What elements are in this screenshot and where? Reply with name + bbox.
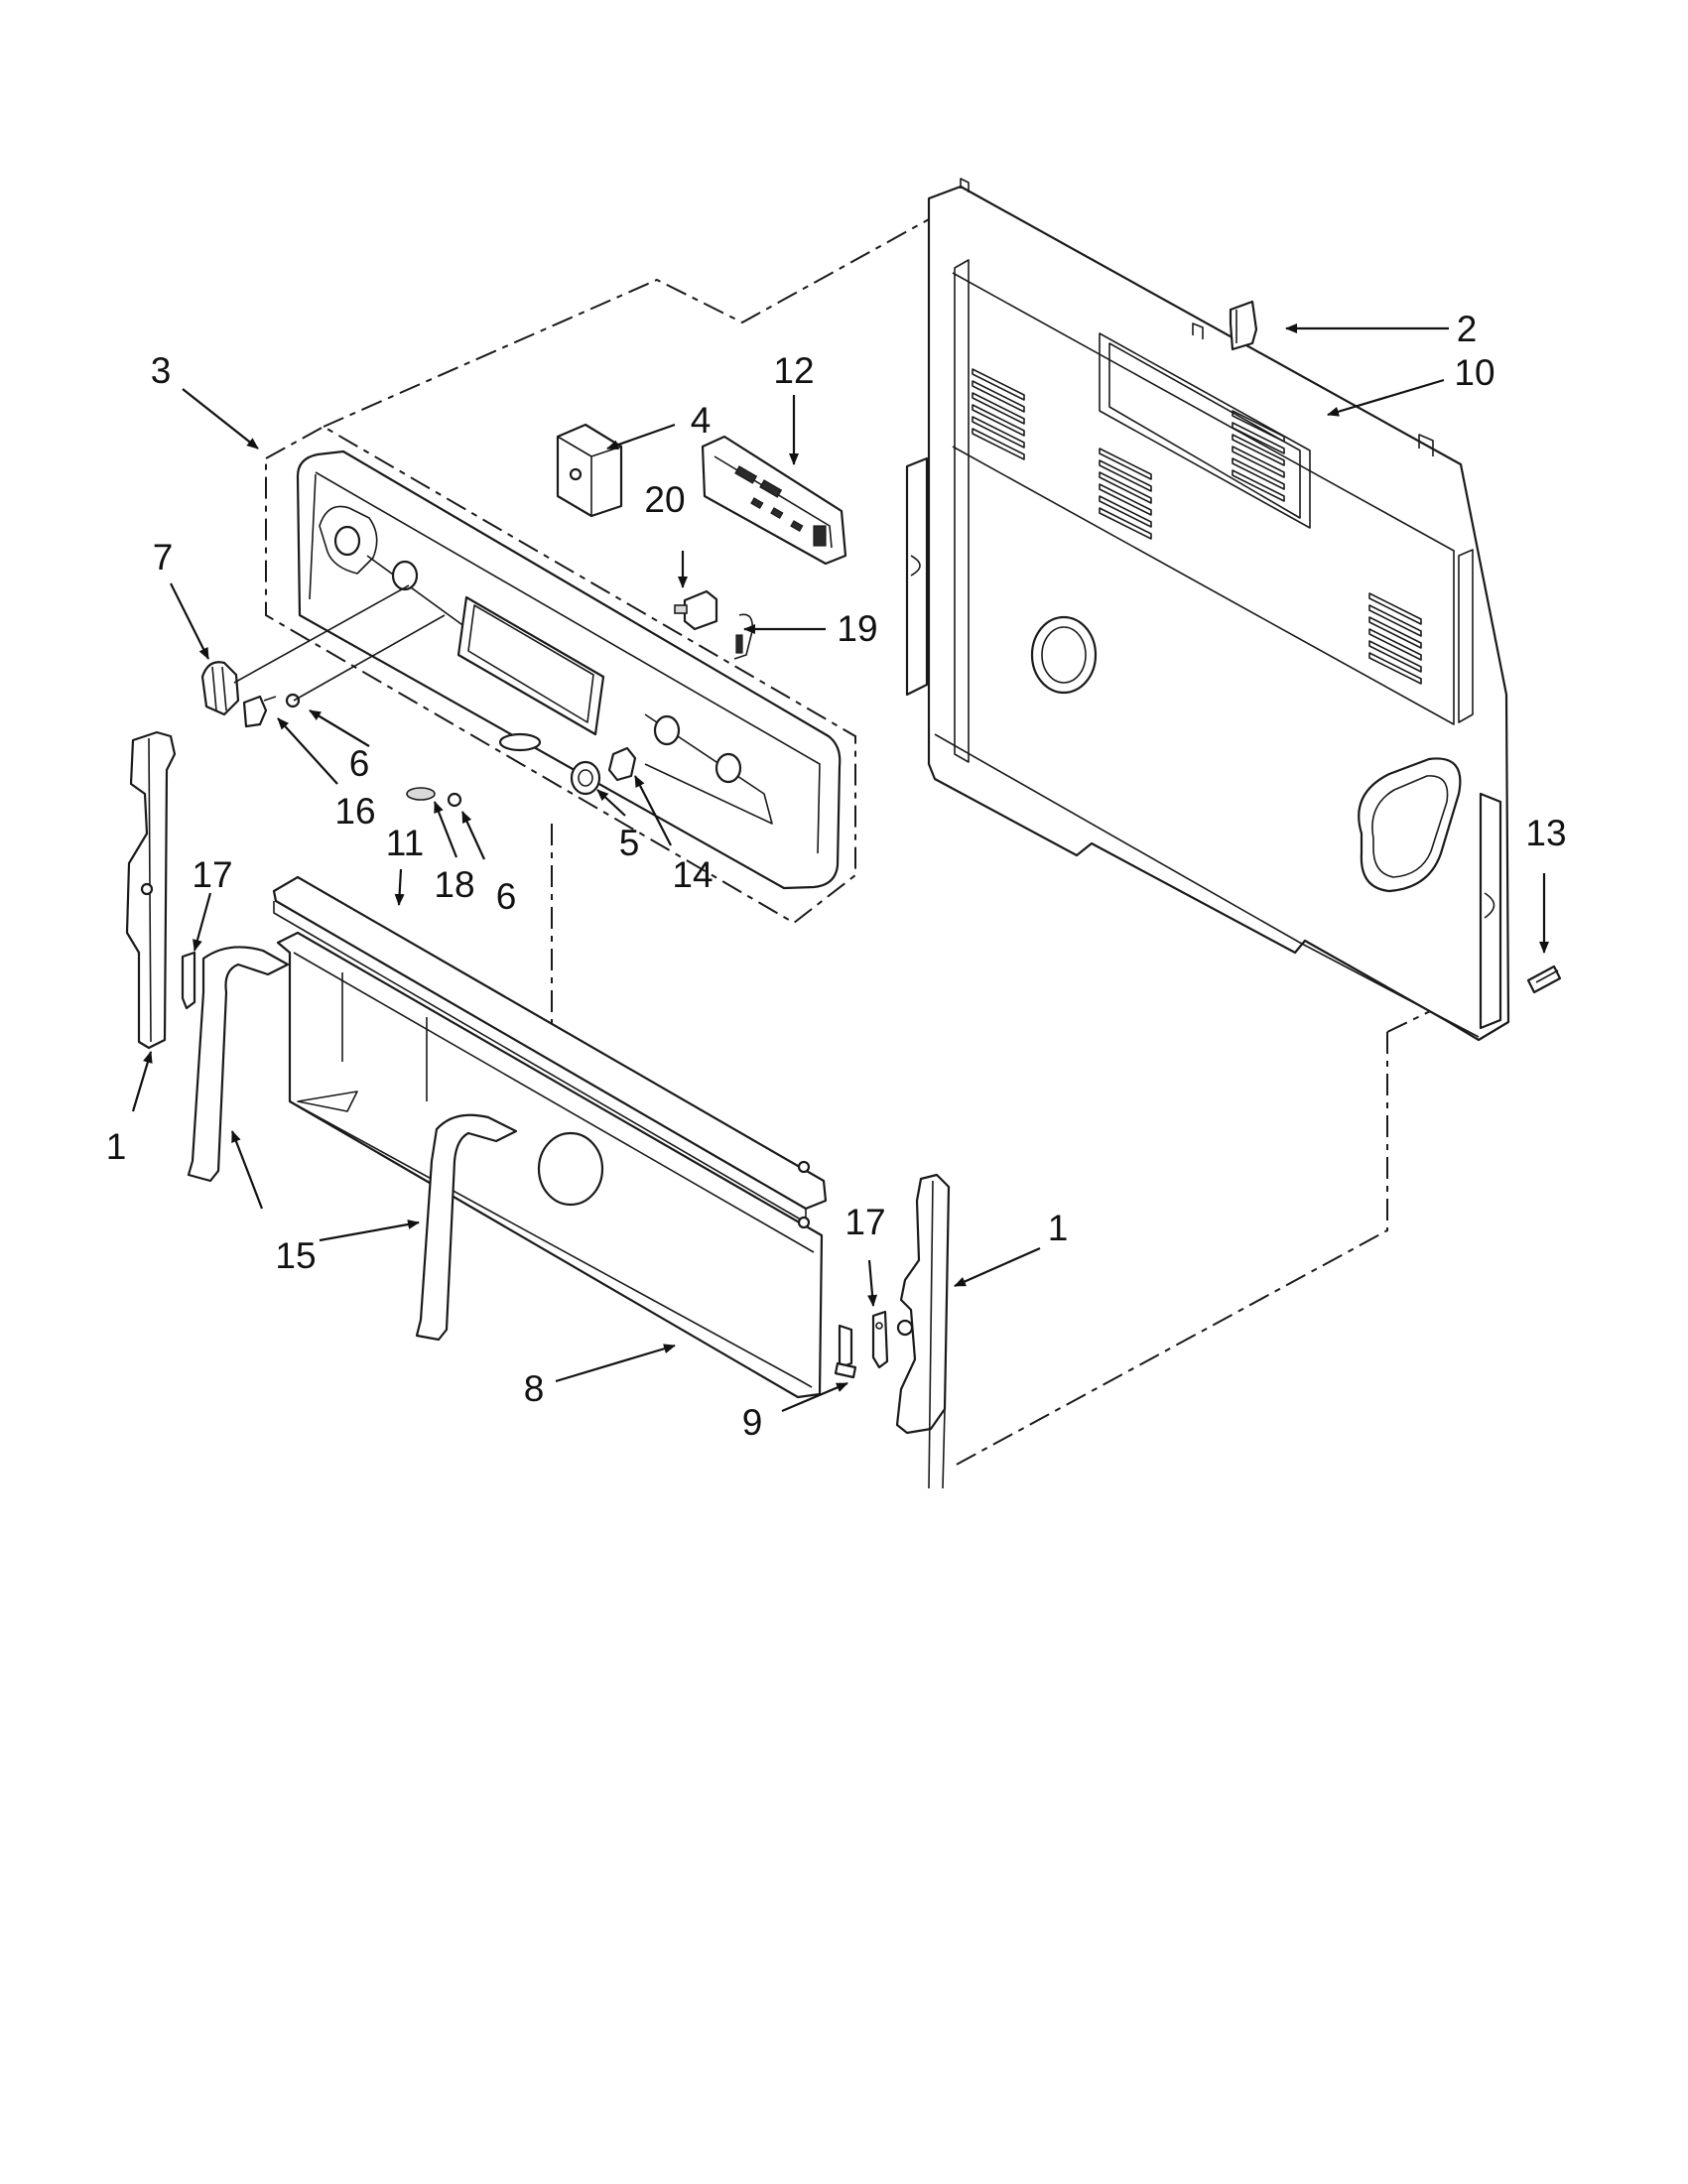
vent-slat: [972, 368, 1025, 401]
callout-labels: 1 1 2 3 4 5 6 6 7 8 9 10 11 12 13 14 15 …: [106, 309, 1567, 1443]
callout-2: 2: [1457, 309, 1478, 349]
callout-14: 14: [672, 854, 713, 895]
vent-slat: [1099, 471, 1152, 504]
callout-17-left: 17: [192, 854, 232, 895]
vent-slat: [1232, 457, 1285, 490]
electronic-control-board: [701, 435, 847, 566]
callout-6-lower: 6: [496, 876, 517, 917]
callout-13: 13: [1525, 813, 1566, 853]
vent-slat: [972, 416, 1025, 449]
vent-slat: [1232, 434, 1285, 466]
latch-bracket: [1229, 300, 1258, 351]
callout-10: 10: [1454, 352, 1494, 393]
callout-16: 16: [334, 791, 375, 832]
oven-control-switch: [556, 423, 623, 518]
side-trim-right: [895, 1173, 951, 1489]
callout-5: 5: [619, 823, 640, 863]
callout-15: 15: [275, 1235, 316, 1276]
vent-slat: [1099, 448, 1152, 480]
vent-slat: [1368, 592, 1422, 625]
knob-and-small-parts: [200, 584, 637, 808]
manifold-brackets: [187, 946, 518, 1342]
control-panel: [296, 450, 842, 890]
clips-and-screws: [181, 951, 1562, 1379]
rear-panel: [905, 178, 1510, 1042]
vent-slat: [1232, 446, 1285, 478]
callout-6-upper: 6: [349, 743, 370, 784]
vent-slat: [1368, 628, 1422, 661]
callout-12: 12: [773, 350, 814, 391]
vent-slat: [972, 404, 1025, 437]
vent-slat: [1368, 604, 1422, 637]
side-trim-left: [125, 730, 177, 1050]
vent-slat: [1232, 469, 1285, 502]
vent-slat: [972, 428, 1025, 460]
callout-20: 20: [644, 479, 685, 520]
vent-slat: [1368, 652, 1422, 685]
callout-19: 19: [837, 608, 877, 649]
callout-leaders: [131, 323, 1549, 1413]
vent-slat: [1099, 459, 1152, 492]
callout-17-right: 17: [844, 1202, 885, 1242]
callout-1-left: 1: [106, 1126, 127, 1167]
callout-18: 18: [434, 864, 474, 905]
vent-slat: [972, 380, 1025, 413]
vent-slat: [1232, 422, 1285, 454]
callout-4: 4: [691, 400, 712, 441]
callout-11: 11: [386, 823, 424, 863]
vent-slat: [1099, 483, 1152, 516]
vent-slat: [1368, 616, 1422, 649]
callout-3: 3: [151, 350, 172, 391]
vent-slat: [1099, 495, 1152, 528]
vent-slat: [1368, 640, 1422, 673]
rear-panel-vents: [972, 368, 1422, 685]
manifold-panel: [272, 875, 828, 1399]
vent-slat: [972, 392, 1025, 425]
switch-and-harness: [674, 589, 754, 660]
vent-slat: [1232, 410, 1285, 443]
callout-9: 9: [742, 1402, 763, 1443]
callout-8: 8: [524, 1368, 545, 1409]
callout-7: 7: [153, 537, 174, 578]
callout-1-right: 1: [1048, 1208, 1069, 1248]
vent-slat: [1099, 507, 1152, 540]
